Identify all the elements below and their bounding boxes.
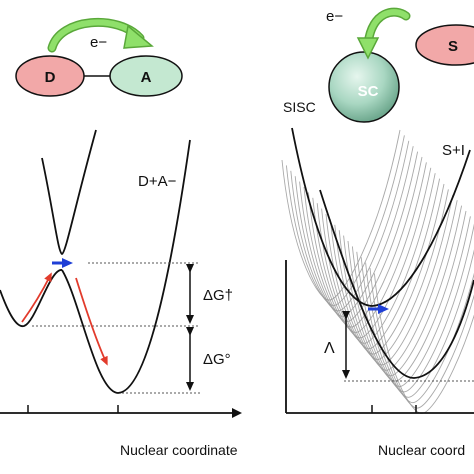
reorganization-label: Λ <box>324 340 335 357</box>
right-state-parabola <box>319 189 474 379</box>
left-state-parabola <box>291 127 471 307</box>
band-parabola-line <box>334 194 454 366</box>
acceptor-ellipse <box>109 55 183 97</box>
band-parabola-line <box>290 140 410 312</box>
band-parabola-line <box>347 210 467 382</box>
band-parabola-line <box>321 178 441 350</box>
band-parabola-line <box>312 167 432 339</box>
band-parabola-line <box>369 267 474 409</box>
band-parabola-line <box>351 216 471 387</box>
right-x-axis-label: Nuclear coord <box>378 442 465 458</box>
upper-crossing-curve <box>41 129 97 256</box>
product-parabola-curve <box>61 139 191 394</box>
band-parabola-line <box>299 151 419 323</box>
left-x-axis-label: Nuclear coordinate <box>120 442 238 458</box>
species-ellipse <box>415 24 474 66</box>
free-energy-label: ΔG° <box>203 351 231 368</box>
left-panel: e− D A D+A− ΔG† ΔG° Nuc <box>0 17 242 458</box>
band-parabola-line <box>325 183 445 355</box>
left-x-axis-arrowhead <box>232 408 242 418</box>
left-state-label: SISC <box>283 99 316 115</box>
band-parabola-line <box>316 173 436 344</box>
species-label: S <box>448 38 458 55</box>
donor-label: D <box>45 69 56 86</box>
band-parabola-line <box>307 162 427 333</box>
activation-energy-label: ΔG† <box>203 287 233 304</box>
product-state-label: D+A− <box>138 173 177 190</box>
right-panel: Λ SISC S+I SC S e− Nuclear coord <box>281 7 474 458</box>
band-parabola-line <box>281 129 401 301</box>
curved-green-arrow-icon <box>47 17 154 53</box>
donor-ellipse <box>15 55 85 97</box>
curved-green-arrow-icon <box>356 7 411 60</box>
right-state-label: S+I <box>442 142 465 159</box>
semiconductor-label: SC <box>358 83 379 100</box>
red-curved-arrow-icon <box>21 272 52 323</box>
electron-label-right: e− <box>326 8 343 25</box>
parabola-band <box>281 129 474 414</box>
band-parabola-line <box>343 205 463 377</box>
acceptor-label: A <box>141 69 152 86</box>
electron-label-left: e− <box>90 34 107 51</box>
reactant-well-curve <box>0 269 63 327</box>
band-parabola-line <box>285 135 405 306</box>
red-curved-arrow-icon <box>75 277 108 366</box>
semiconductor-sphere <box>328 51 400 123</box>
band-parabola-line <box>356 223 474 393</box>
band-parabola-line <box>365 262 474 404</box>
